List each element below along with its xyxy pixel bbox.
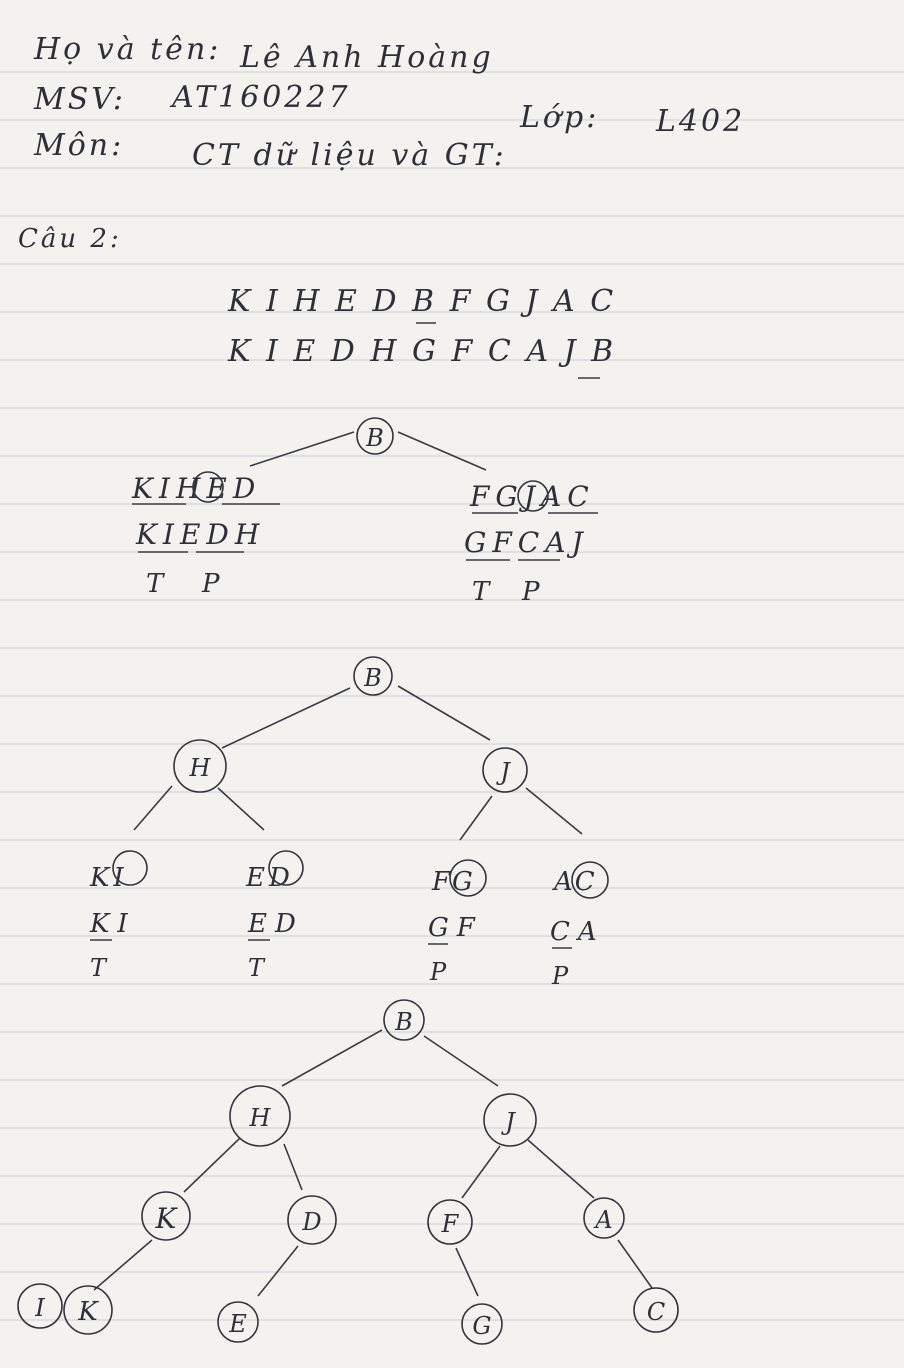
- name-label: Họ và tên:: [34, 32, 222, 67]
- step3-edge: [93, 1239, 153, 1291]
- step2-sub-label: P: [551, 962, 569, 990]
- step1-left-label-p: P: [201, 569, 220, 599]
- step1-right-label-p: P: [521, 577, 540, 607]
- step3-node-i: I: [17, 1283, 63, 1329]
- step2-node-j-label: J: [495, 758, 511, 786]
- step3-node-j: J: [483, 1093, 537, 1147]
- step2-sub-bottom: CA: [550, 917, 605, 947]
- step3-node-label: H: [249, 1104, 272, 1132]
- question-label: Câu 2:: [18, 224, 122, 254]
- step3-edge: [461, 1145, 501, 1199]
- step2-edge: [525, 787, 583, 835]
- step2-edge: [133, 785, 173, 831]
- step2-sub-node-circle: [112, 850, 148, 886]
- step3-edge: [183, 1137, 241, 1193]
- msv-label: MSV:: [34, 82, 127, 117]
- step3-node-g: G: [461, 1303, 503, 1345]
- step1-right-postorder: GFCAJ: [464, 526, 589, 559]
- step2-sub-top: FG: [431, 867, 475, 897]
- step3-node-label: G: [472, 1312, 491, 1340]
- step3-node-label: J: [500, 1108, 516, 1136]
- step2-sub-bottom: KI: [89, 909, 136, 939]
- step3-node-label: A: [593, 1206, 612, 1234]
- step2-sub-label: P: [429, 958, 447, 986]
- step3-node-label: F: [441, 1210, 460, 1238]
- step1-root-label: B: [365, 424, 384, 452]
- step1-right-label-t: T: [472, 577, 491, 607]
- step3-edge: [527, 1139, 595, 1199]
- step2-node-h-label: H: [189, 754, 212, 782]
- step3-edge: [283, 1143, 303, 1191]
- step3-node-label: C: [647, 1298, 665, 1326]
- step1-left-postorder: KIEDH: [135, 518, 265, 551]
- name-value: Lê Anh Hoàng: [240, 40, 494, 75]
- step3-node-k-leaf: K: [63, 1285, 113, 1335]
- step1-root: B: [356, 417, 394, 455]
- class-value: L402: [656, 104, 746, 139]
- step3-edge: [257, 1245, 299, 1297]
- step2-edge: [397, 685, 491, 741]
- subject-value: CT dữ liệu và GT:: [192, 138, 507, 173]
- step3-edge: [423, 1035, 499, 1087]
- step3-node-label: K: [77, 1297, 99, 1327]
- subject-label: Môn:: [34, 128, 125, 163]
- step2-sub-label: T: [248, 954, 266, 982]
- sequence-line-2: K I E D H G F C A J B: [228, 334, 617, 369]
- step1-right-inorder: FGJAC: [469, 480, 595, 513]
- step3-node-k: K: [141, 1191, 191, 1241]
- step3-node-d: D: [287, 1195, 337, 1245]
- step2-node-h: H: [173, 739, 227, 793]
- class-label: Lớp:: [520, 100, 600, 135]
- step1-left-node-circle: [192, 471, 224, 503]
- sequence-line-1: K I H E D B F G J A C: [228, 284, 617, 319]
- step3-node-label: E: [228, 1310, 247, 1338]
- step3-node-h: H: [229, 1085, 291, 1147]
- step3-edge: [617, 1239, 653, 1289]
- step1-right-node-circle: [517, 480, 549, 512]
- step3-edge: [455, 1247, 479, 1297]
- step2-root-label: B: [363, 664, 382, 692]
- step3-node-b: B: [383, 999, 425, 1041]
- step3-node-label: B: [394, 1008, 413, 1036]
- step2-edge: [221, 687, 351, 749]
- step3-edge: [281, 1029, 383, 1087]
- step2-sub-node-circle: [449, 859, 487, 897]
- msv-value: AT160227: [172, 80, 351, 115]
- step3-node-c: C: [633, 1287, 679, 1333]
- step3-node-e: E: [217, 1301, 259, 1343]
- step2-sub-node-circle: [268, 850, 304, 886]
- step3-node-f: F: [427, 1199, 473, 1245]
- step1-edge-right: [397, 431, 487, 471]
- step2-sub-top: ED: [245, 863, 294, 893]
- step2-sub-top: KI: [89, 863, 128, 893]
- step3-node-a: A: [583, 1197, 625, 1239]
- step3-node-label: K: [155, 1202, 179, 1235]
- step2-node-j: J: [482, 747, 528, 793]
- step2-sub-node-circle: [571, 861, 609, 899]
- step2-root: B: [353, 656, 393, 696]
- step2-edge: [217, 787, 265, 831]
- step3-node-label: D: [301, 1208, 321, 1236]
- step2-sub-label: T: [90, 954, 108, 982]
- step1-left-label-t: T: [146, 569, 165, 599]
- step1-edge-left: [249, 431, 355, 467]
- step3-node-label: I: [34, 1294, 45, 1322]
- step2-edge: [459, 795, 493, 841]
- step2-sub-bottom: GF: [428, 913, 483, 943]
- step2-sub-bottom: ED: [247, 909, 304, 939]
